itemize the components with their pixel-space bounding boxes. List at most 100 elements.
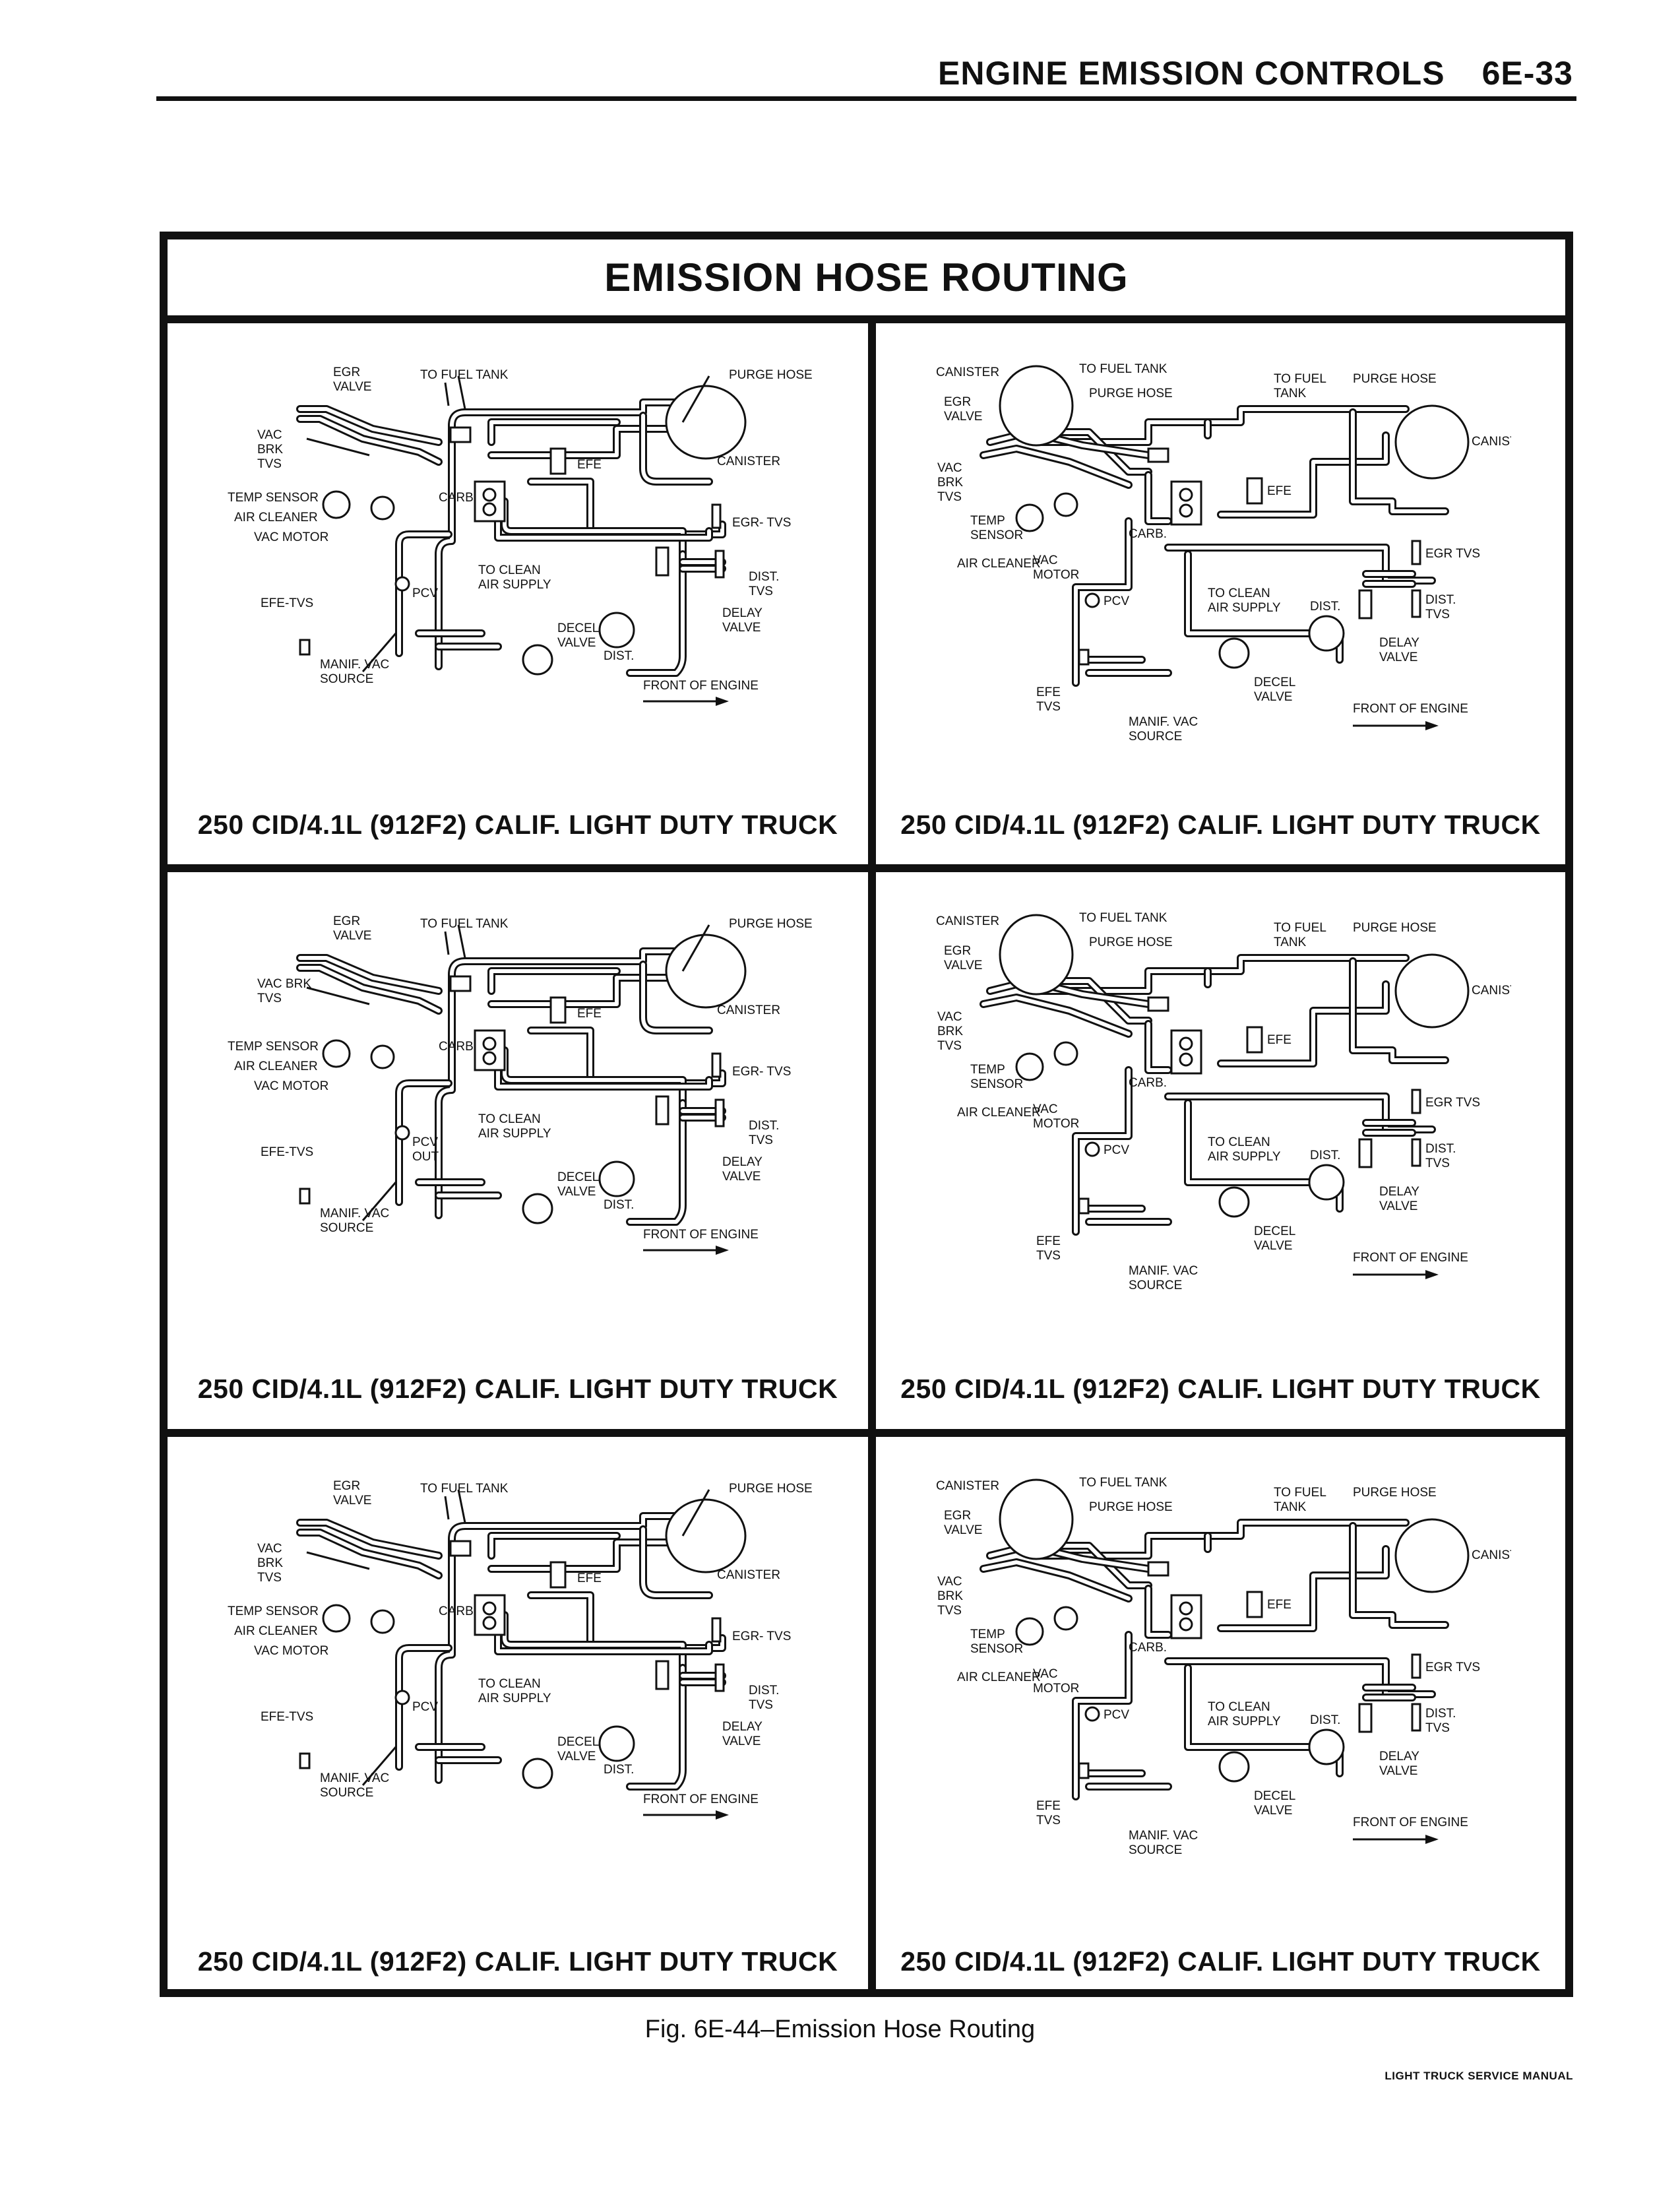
vacuum-hose-bore — [628, 1101, 685, 1224]
delay-valve-icon — [1358, 1703, 1372, 1733]
label-decel-valve: DECEL — [1254, 1789, 1295, 1803]
label-to-fuel-tank: TO FUEL TANK — [420, 1482, 509, 1496]
label-egr-valve: EGR — [333, 1479, 360, 1493]
label-delay-valve: VALVE — [1379, 1199, 1417, 1213]
label-pcv: PCV — [1104, 1143, 1129, 1157]
label-delay-valve: VALVE — [722, 1734, 761, 1748]
label-purge-hose-left: PURGE HOSE — [1089, 936, 1173, 949]
label-air-cleaner: AIR CLEANER — [234, 511, 318, 524]
vacuum-hose-bore — [1350, 410, 1447, 513]
section-title: ENGINE EMISSION CONTROLS — [938, 55, 1445, 92]
vacuum-hose-bore — [298, 417, 441, 464]
leader-line — [306, 986, 370, 1005]
label-front-of-engine: FRONT OF ENGINE — [1353, 1816, 1468, 1829]
label-vac-brk-tvs: BRK — [937, 476, 963, 490]
leader-line — [444, 931, 450, 955]
carburetor-barrel-icon — [482, 488, 497, 502]
decel-valve-icon — [1218, 1751, 1249, 1783]
label-canister: CANISTER — [717, 1003, 780, 1017]
label-temp-sensor: SENSOR — [970, 1642, 1023, 1656]
label-manif-vac-source: SOURCE — [320, 1221, 373, 1235]
air-cleaner-icon — [1053, 492, 1078, 517]
label-to-fuel-tank-right: TANK — [1274, 387, 1307, 400]
label-front-of-engine: FRONT OF ENGINE — [1353, 1251, 1468, 1265]
label-dist-tvs: DIST. — [1425, 593, 1456, 607]
label-egr-valve: VALVE — [333, 380, 371, 394]
canister-icon — [999, 365, 1073, 447]
label-to-fuel-tank-left: TO FUEL TANK — [1079, 911, 1167, 925]
label-delay-valve: VALVE — [1379, 1764, 1417, 1778]
label-efe: EFE — [1267, 1033, 1291, 1047]
label-temp-sensor: TEMP — [970, 514, 1005, 528]
label-efe-tvs: TVS — [1036, 700, 1061, 714]
vacuum-hose — [1014, 954, 1410, 995]
vacuum-hose-bore — [1218, 1547, 1388, 1630]
label-manif-vac-source: MANIF. VAC — [320, 1207, 389, 1221]
label-vac-motor: VAC MOTOR — [254, 530, 328, 544]
decel-valve-icon — [1218, 1186, 1249, 1218]
carburetor-barrel-icon — [482, 502, 497, 517]
label-vac-brk-tvs: BRK — [257, 1556, 283, 1570]
efe-tvs-icon — [1078, 1197, 1089, 1215]
vacuum-hose — [487, 967, 621, 995]
row-divider — [168, 864, 1565, 872]
vacuum-hose-bore — [437, 400, 698, 668]
label-dist: DIST. — [1310, 600, 1340, 614]
label-to-clean-air-supply: TO CLEAN — [478, 1677, 541, 1691]
label-efe: EFE — [1267, 484, 1291, 498]
leader-line — [306, 437, 370, 457]
label-front-of-engine: FRONT OF ENGINE — [643, 1792, 759, 1806]
figure-caption: Fig. 6E-44–Emission Hose Routing — [644, 2015, 1036, 2043]
label-dist: DIST. — [604, 1763, 634, 1777]
label-efe-tvs: EFE-TVS — [261, 1710, 313, 1724]
label-carb: CARB. — [1129, 1076, 1167, 1090]
label-delay-valve: VALVE — [722, 621, 761, 635]
label-vac-brk-tvs: TVS — [937, 490, 962, 504]
panel-caption: 250 CID/4.1L (912F2) CALIF. LIGHT DUTY T… — [197, 809, 838, 840]
label-efe-tvs: EFE — [1036, 685, 1061, 699]
vacuum-hose-bore — [298, 1531, 441, 1577]
pcv-valve-icon — [1084, 1141, 1100, 1157]
label-canister: CANISTER — [717, 455, 780, 468]
label-canister: CANISTER — [717, 1568, 780, 1582]
arrow-head-icon — [1425, 1270, 1439, 1279]
label-delay-valve: DELAY — [722, 1720, 762, 1734]
vacuum-hose-bore — [298, 956, 441, 993]
label-dist: DIST. — [1310, 1713, 1340, 1727]
vacuum-hose — [527, 1591, 726, 1652]
vacuum-hose-bore — [529, 1029, 724, 1085]
decel-valve-icon — [522, 1193, 553, 1224]
egr-tvs-icon — [1411, 1089, 1421, 1114]
label-canister-left: CANISTER — [936, 365, 999, 379]
egr-valve-icon — [449, 426, 472, 443]
carburetor-barrel-icon — [1179, 1052, 1193, 1067]
vacuum-hose — [487, 1532, 621, 1560]
label-front-of-engine: FRONT OF ENGINE — [643, 1228, 759, 1242]
pcv-valve-icon — [394, 1125, 410, 1141]
figure-title: EMISSION HOSE ROUTING — [604, 255, 1129, 300]
vacuum-hose-bore — [1146, 473, 1170, 523]
vacuum-hose-bore — [1185, 1666, 1342, 1775]
vacuum-hose-bore — [1185, 552, 1342, 662]
label-vac-brk-tvs: BRK — [937, 1025, 963, 1038]
canister-icon — [999, 914, 1073, 996]
row-divider — [168, 1429, 1565, 1437]
label-carb: CARB. — [439, 1040, 477, 1054]
label-dist-tvs: TVS — [1425, 1721, 1450, 1735]
label-vac-brk-tvs: VAC — [937, 1575, 962, 1589]
efe-valve-icon — [549, 1561, 567, 1589]
label-manif-vac-source: MANIF. VAC — [1129, 1829, 1198, 1843]
label-vac-motor: VAC — [1033, 1102, 1058, 1116]
label-efe-tvs: EFE-TVS — [261, 1145, 313, 1159]
label-decel-valve: VALVE — [557, 1185, 596, 1199]
vacuum-hose — [487, 425, 700, 459]
vacuum-hose-bore — [641, 1527, 711, 1597]
vacuum-hose-bore — [1350, 1524, 1447, 1627]
label-manif-vac-source: SOURCE — [1129, 1843, 1182, 1857]
label-delay-valve: DELAY — [1379, 1750, 1419, 1763]
vacuum-hose — [527, 1027, 726, 1087]
vacuum-hose-bore — [397, 1081, 451, 1204]
label-decel-valve: VALVE — [557, 636, 596, 650]
label-pcv: OUT — [412, 1150, 439, 1164]
